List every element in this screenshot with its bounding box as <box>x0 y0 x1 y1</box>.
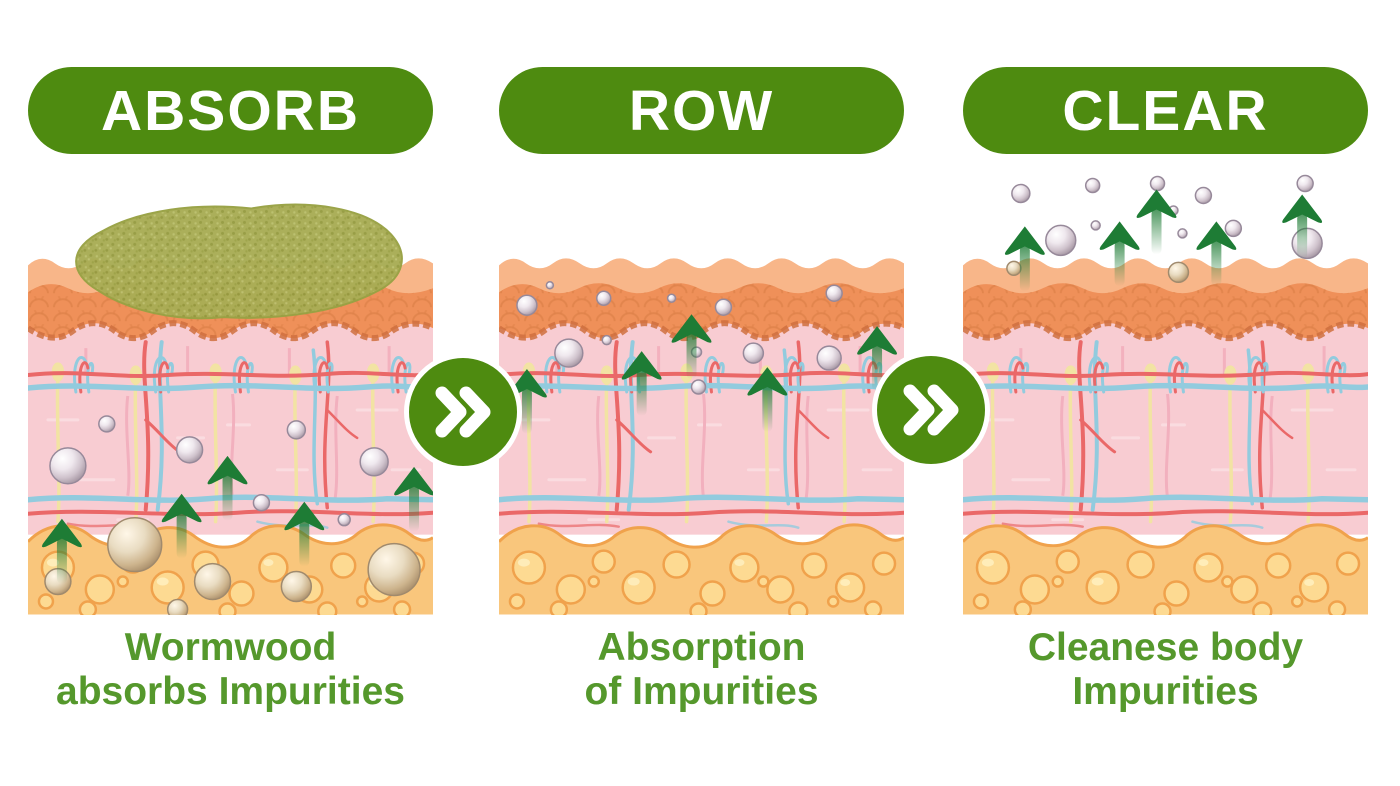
panel-absorb: ABSORB <box>28 0 433 786</box>
next-step-badge-1 <box>404 353 522 471</box>
caption-line: absorbs Impurities <box>56 669 405 713</box>
next-step-badge-2 <box>872 351 990 469</box>
double-chevron-right-icon <box>435 386 491 438</box>
skin-cross-section <box>499 258 904 615</box>
impurity-bubbles <box>1006 174 1323 284</box>
clear-caption: Cleanese body Impurities <box>933 626 1398 713</box>
absorb-header-pill: ABSORB <box>28 67 433 154</box>
caption-line: of Impurities <box>584 669 819 713</box>
caption-line: Impurities <box>1072 669 1259 713</box>
clear-header-pill: CLEAR <box>963 67 1368 154</box>
panel-clear: CLEAR <box>963 0 1368 786</box>
row-caption: Absorption of Impurities <box>469 626 934 713</box>
absorb-pill-label: ABSORB <box>100 78 360 143</box>
wormwood-patch <box>75 203 403 320</box>
row-header-pill: ROW <box>499 67 904 154</box>
skin-illustration-absorb <box>28 203 433 615</box>
clear-pill-label: CLEAR <box>1062 78 1269 143</box>
absorb-caption: Wormwood absorbs Impurities <box>0 626 463 713</box>
skin-illustration-clear <box>963 174 1368 615</box>
skin-illustration-row <box>499 170 904 615</box>
skin-cross-section <box>963 258 1368 615</box>
caption-line: Absorption <box>597 626 806 669</box>
row-pill-label: ROW <box>628 78 775 143</box>
caption-line: Cleanese body <box>1027 626 1304 669</box>
caption-line: Wormwood <box>124 626 337 669</box>
panel-row: ROW <box>499 0 904 786</box>
double-chevron-right-icon <box>903 384 959 436</box>
impurity-bubbles <box>516 281 843 395</box>
impurity-bubbles <box>44 415 421 615</box>
